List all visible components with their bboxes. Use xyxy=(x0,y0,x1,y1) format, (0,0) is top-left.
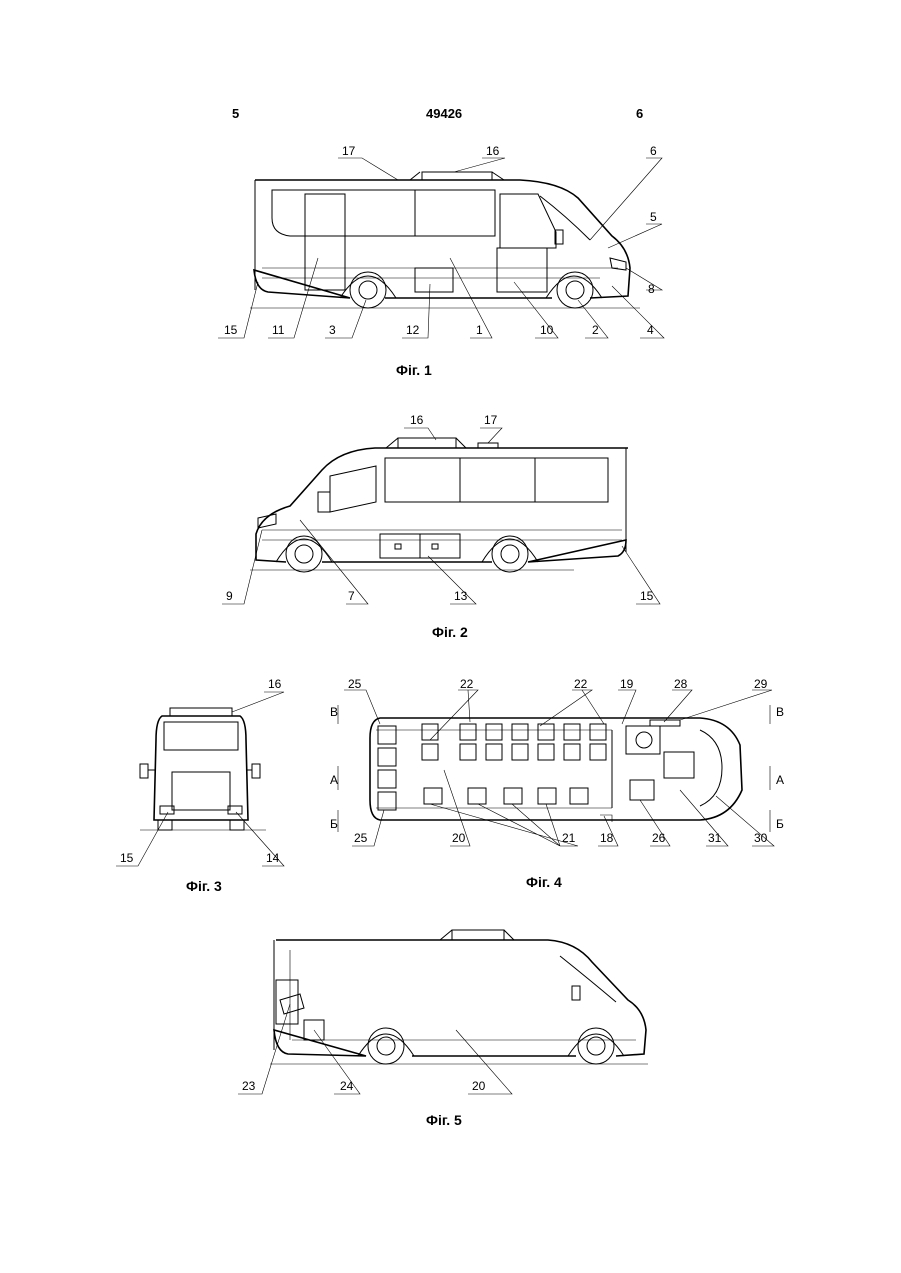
fig4-label-25-bottom: 25 xyxy=(354,831,368,845)
fig4-label-22-right: 22 xyxy=(574,677,588,691)
fig5-label-24: 24 xyxy=(340,1079,354,1093)
figure-2-caption: Фіг. 2 xyxy=(432,624,468,640)
fig4-section-mark-v-left: В xyxy=(330,705,338,719)
figure-4-drawing xyxy=(338,690,774,846)
figure-3-drawing xyxy=(116,692,284,866)
fig1-label-5: 5 xyxy=(650,210,657,224)
fig3-label-15: 15 xyxy=(120,851,134,865)
fig4-label-19: 19 xyxy=(620,677,634,691)
fig2-label-7: 7 xyxy=(348,589,355,603)
fig4-label-30: 30 xyxy=(754,831,768,845)
figure-1-caption: Фіг. 1 xyxy=(396,362,432,378)
fig1-label-1: 1 xyxy=(476,323,483,337)
fig4-label-25-top: 25 xyxy=(348,677,362,691)
fig1-label-6: 6 xyxy=(650,144,657,158)
figure-3-caption: Фіг. 3 xyxy=(186,878,222,894)
fig4-section-mark-a-left: А xyxy=(330,773,338,787)
figure-5-drawing xyxy=(238,930,648,1094)
fig4-section-mark-b-left: Б xyxy=(330,817,338,831)
fig2-label-13: 13 xyxy=(454,589,468,603)
fig4-section-mark-b-right: Б xyxy=(776,817,784,831)
fig2-label-17: 17 xyxy=(484,413,498,427)
fig4-section-mark-a-right: А xyxy=(776,773,784,787)
fig5-label-23: 23 xyxy=(242,1079,256,1093)
fig1-label-12: 12 xyxy=(406,323,420,337)
figure-5-caption: Фіг. 5 xyxy=(426,1112,462,1128)
fig3-label-14: 14 xyxy=(266,851,280,865)
fig4-label-28: 28 xyxy=(674,677,688,691)
fig4-label-22-left: 22 xyxy=(460,677,474,691)
fig2-label-16: 16 xyxy=(410,413,424,427)
fig1-label-17: 17 xyxy=(342,144,356,158)
fig2-label-9: 9 xyxy=(226,589,233,603)
fig4-label-31: 31 xyxy=(708,831,722,845)
fig3-label-16: 16 xyxy=(268,677,282,691)
fig4-section-mark-v-right: В xyxy=(776,705,784,719)
fig1-label-8: 8 xyxy=(648,282,655,296)
fig4-label-29: 29 xyxy=(754,677,768,691)
fig1-label-15: 15 xyxy=(224,323,238,337)
fig2-label-15: 15 xyxy=(640,589,654,603)
fig4-label-20: 20 xyxy=(452,831,466,845)
fig4-label-18: 18 xyxy=(600,831,614,845)
fig1-label-4: 4 xyxy=(647,323,654,337)
fig1-label-11: 11 xyxy=(272,323,285,337)
fig1-label-2: 2 xyxy=(592,323,599,337)
fig5-label-20: 20 xyxy=(472,1079,486,1093)
fig1-label-10: 10 xyxy=(540,323,554,337)
figure-2-drawing xyxy=(222,428,660,604)
fig1-label-16: 16 xyxy=(486,144,500,158)
figure-4-caption: Фіг. 4 xyxy=(526,874,562,890)
figure-1-drawing xyxy=(218,158,664,338)
fig4-label-26: 26 xyxy=(652,831,666,845)
fig1-label-3: 3 xyxy=(329,323,336,337)
fig4-label-21: 21 xyxy=(562,831,576,845)
